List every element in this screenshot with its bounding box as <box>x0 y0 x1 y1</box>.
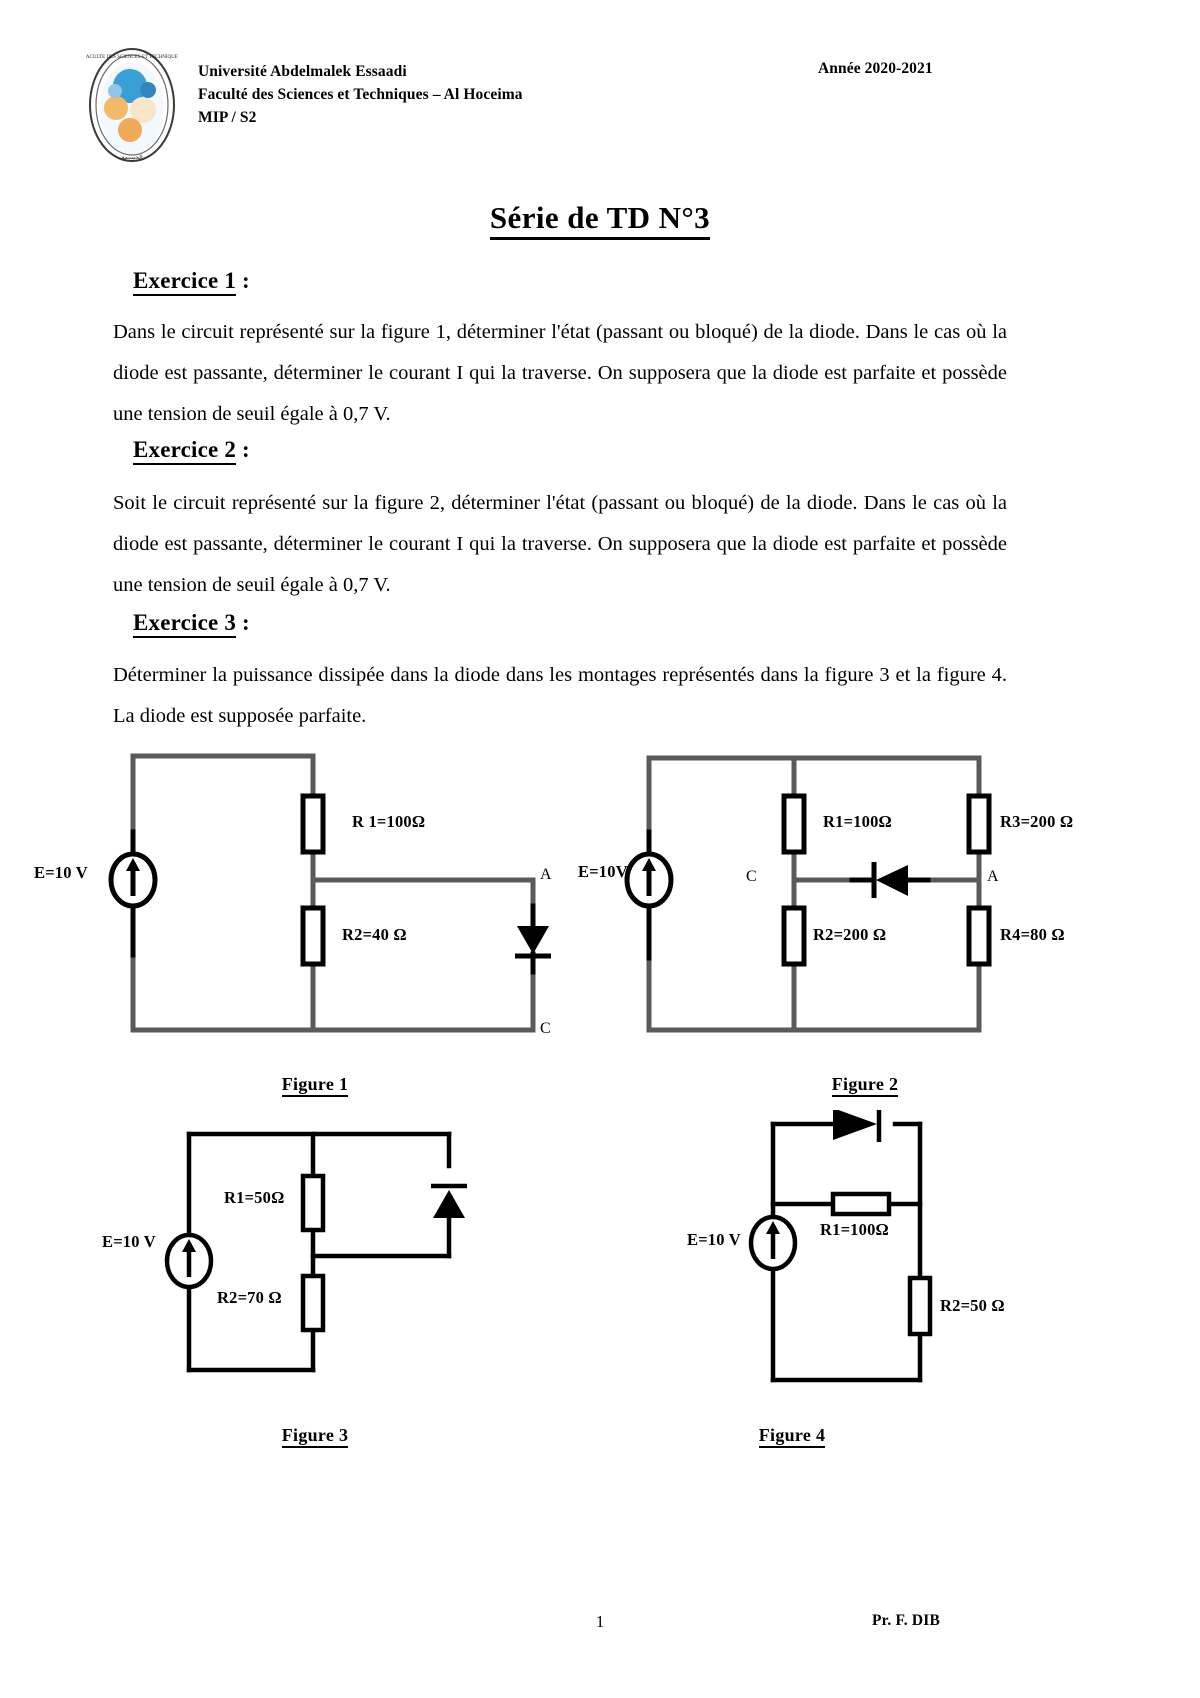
exercise-1-heading-colon: : <box>236 268 250 293</box>
figure-4-diode-icon <box>833 1106 882 1142</box>
exercise-1-heading-text: Exercice 1 <box>133 268 237 296</box>
figure-2-r3-label: R3=200 Ω <box>1000 812 1074 831</box>
figure-1-diode-icon <box>515 926 551 959</box>
figure-2-node-a-label: A <box>987 868 999 885</box>
header-institution-block: Université Abdelmalek Essaadi Faculté de… <box>198 60 523 129</box>
figure-4-resistor-r2 <box>907 1275 933 1337</box>
figure-2-caption-text: Figure 2 <box>831 1074 899 1097</box>
document-header: FACULTE DES SCIENCES ET TECHNIQUES الحسي… <box>0 44 1200 164</box>
university-logo-icon: FACULTE DES SCIENCES ET TECHNIQUES الحسي… <box>83 46 181 164</box>
exercise-3-heading: Exercice 3 : <box>133 610 250 638</box>
figure-2-r4-label: R4=80 Ω <box>1000 925 1065 944</box>
figure-1-node-a-label: A <box>540 866 552 883</box>
figure-2-r2-label: R2=200 Ω <box>813 925 887 944</box>
figure-2-diode-icon <box>871 862 908 898</box>
figure-3-resistor-r2 <box>300 1273 326 1333</box>
exercise-3-body: Déterminer la puissance dissipée dans la… <box>113 664 1007 727</box>
header-academic-year: Année 2020-2021 <box>818 60 933 77</box>
header-university: Université Abdelmalek Essaadi <box>198 63 407 80</box>
exercise-1-body: Dans le circuit représenté sur la figure… <box>113 321 1007 425</box>
exercise-2-heading-text: Exercice 2 <box>133 437 237 465</box>
figure-2-resistor-r2 <box>781 905 807 967</box>
exercise-2-heading: Exercice 2 : <box>133 437 250 465</box>
figure-2-resistor-r4 <box>966 905 992 967</box>
page-title: Série de TD N°3 <box>0 200 1200 240</box>
figure-1-caption-text: Figure 1 <box>281 1074 349 1097</box>
figure-4-caption: Figure 4 <box>712 1425 872 1448</box>
exercise-2-heading-colon: : <box>236 437 250 462</box>
footer-page-number: 1 <box>595 1612 605 1631</box>
figure-2-source-label: E=10V <box>578 862 628 881</box>
figure-1-source-label: E=10 V <box>34 863 88 882</box>
figure-2-caption: Figure 2 <box>785 1074 945 1097</box>
exercise-1-heading: Exercice 1 : <box>133 268 250 296</box>
figure-2-node-c-label: C <box>746 868 757 885</box>
figure-4-caption-text: Figure 4 <box>758 1425 826 1448</box>
header-faculty: Faculté des Sciences et Techniques – Al … <box>198 86 523 103</box>
header-program: MIP / S2 <box>198 109 257 126</box>
figure-3-diode-icon <box>431 1183 467 1218</box>
svg-text:الحسيمة: الحسيمة <box>121 154 143 161</box>
figure-4-circuit: E=10 V R1=100Ω R2=50 Ω <box>630 1106 1080 1400</box>
figure-1-resistor-r1 <box>300 793 326 855</box>
figure-4-current-source-icon <box>748 1214 798 1272</box>
figure-4-source-label: E=10 V <box>687 1230 741 1249</box>
figure-1-caption: Figure 1 <box>235 1074 395 1097</box>
figure-3-resistor-r1 <box>300 1173 326 1233</box>
figure-1-circuit: E=10 V R 1=100Ω R2=40 Ω A C <box>0 740 600 1060</box>
figure-3-r2-label: R2=70 Ω <box>217 1288 282 1307</box>
figure-3-circuit: E=10 V R1=50Ω R2=70 Ω <box>60 1120 580 1400</box>
figure-3-current-source-icon <box>164 1232 214 1290</box>
figure-2-resistor-r3 <box>966 793 992 855</box>
figure-2-r1-label: R1=100Ω <box>823 812 892 831</box>
figure-3-caption-text: Figure 3 <box>281 1425 349 1448</box>
figure-3-r1-label: R1=50Ω <box>224 1188 285 1207</box>
exercise-3-heading-colon: : <box>236 610 250 635</box>
svg-text:FACULTE DES SCIENCES ET TECHNI: FACULTE DES SCIENCES ET TECHNIQUES <box>86 55 178 60</box>
exercise-3-heading-text: Exercice 3 <box>133 610 237 638</box>
exercise-2-body: Soit le circuit représenté sur la figure… <box>113 492 1007 596</box>
figure-3-caption: Figure 3 <box>235 1425 395 1448</box>
footer-author: Pr. F. DIB <box>872 1612 941 1629</box>
figure-2-resistor-r1 <box>781 793 807 855</box>
figure-2-circuit: E=10V R1=100Ω R2=200 Ω R3=200 Ω R4=80 Ω … <box>570 740 1200 1060</box>
figure-1-current-source-icon <box>108 851 158 909</box>
page-title-text: Série de TD N°3 <box>489 200 711 240</box>
figure-3-source-label: E=10 V <box>102 1232 156 1251</box>
figure-1-resistor-r2 <box>300 905 326 967</box>
figure-1-r1-label: R 1=100Ω <box>352 812 426 831</box>
figure-1-r2-label: R2=40 Ω <box>342 925 407 944</box>
figure-4-resistor-r1 <box>830 1191 892 1217</box>
figure-4-r1-label: R1=100Ω <box>820 1220 889 1239</box>
figure-2-current-source-icon <box>624 851 674 909</box>
figure-1-node-c-label: C <box>540 1020 551 1037</box>
figure-4-r2-label: R2=50 Ω <box>940 1296 1005 1315</box>
